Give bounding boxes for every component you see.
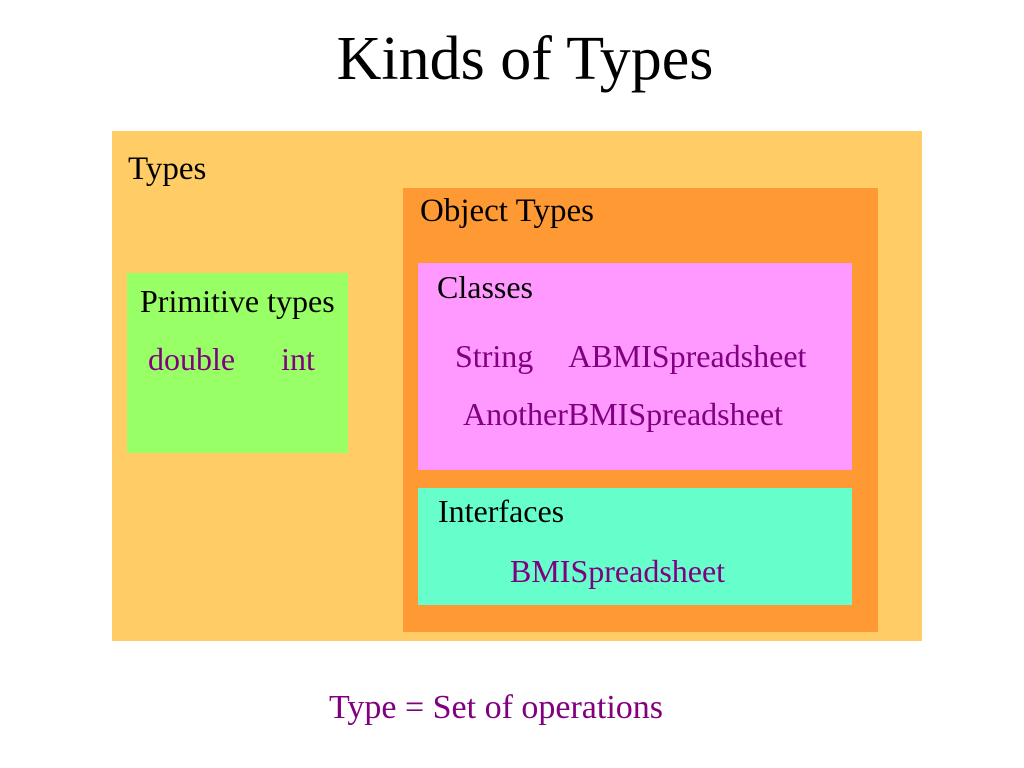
- object-types-label: Object Types: [420, 193, 594, 229]
- primitive-type-double: double: [148, 341, 236, 377]
- classes-label: Classes: [437, 269, 533, 305]
- primitive-types-label: Primitive types: [140, 283, 335, 319]
- class-abmispreadsheet: ABMISpreadsheet: [568, 338, 807, 374]
- primitive-types-box: Primitive types double int: [127, 273, 348, 453]
- slide-caption: Type = Set of operations: [328, 689, 664, 726]
- class-string: String: [455, 338, 534, 374]
- classes-row-1: String ABMISpreadsheet: [455, 338, 806, 375]
- types-box: Types Primitive types double int Object …: [112, 131, 922, 641]
- types-box-label: Types: [128, 151, 207, 187]
- object-types-box: Object Types Classes String ABMISpreadsh…: [403, 188, 878, 632]
- interfaces-label: Interfaces: [438, 493, 565, 529]
- slide-title: Kinds of Types: [336, 25, 714, 93]
- primitive-types-items: double int: [148, 341, 315, 378]
- interface-bmispreadsheet: BMISpreadsheet: [510, 553, 726, 589]
- classes-box: Classes String ABMISpreadsheet AnotherBM…: [418, 263, 852, 470]
- interfaces-box: Interfaces BMISpreadsheet: [418, 488, 852, 605]
- primitive-type-int: int: [281, 341, 315, 377]
- class-anotherbmispreadsheet: AnotherBMISpreadsheet: [463, 396, 783, 432]
